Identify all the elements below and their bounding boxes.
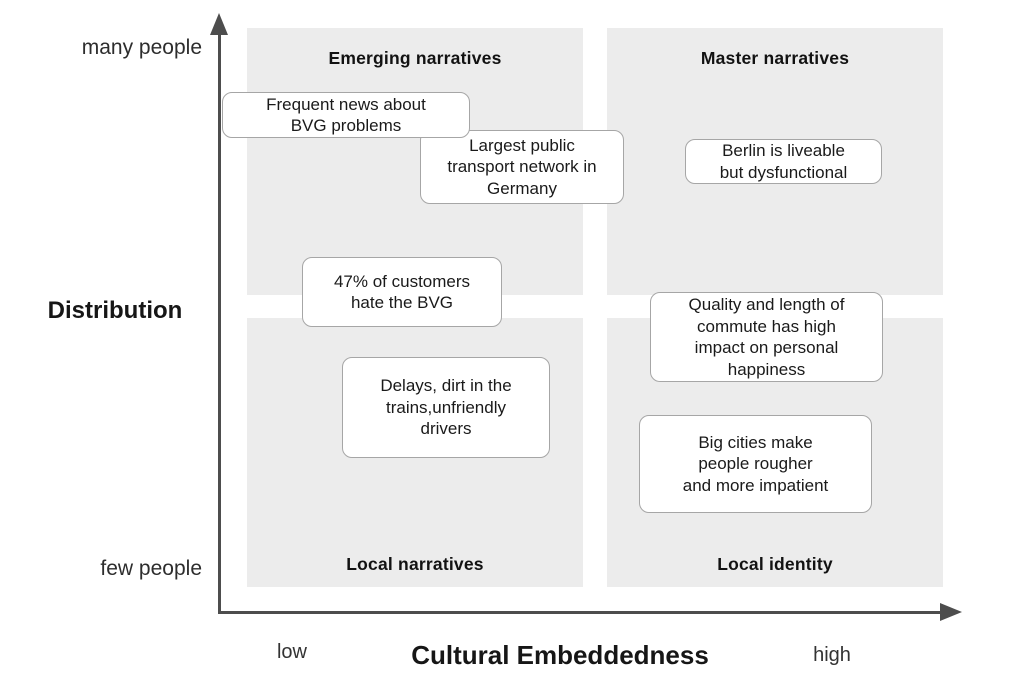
x-axis-title: Cultural Embeddedness [411,640,709,670]
note-delays-dirt: Delays, dirt in the trains,unfriendly dr… [342,357,550,458]
quadrant-title-emerging-narratives: Emerging narratives [328,48,502,68]
x-axis-arrowhead [940,603,962,621]
note-customers-hate: 47% of customers hate the BVG [302,257,502,327]
y-axis-max-label: many people [81,36,202,59]
y-axis-arrowhead [210,13,228,35]
quadrant-title-master-narratives: Master narratives [700,48,850,68]
y-axis-line [218,32,221,613]
y-axis-min-label: few people [100,557,202,580]
y-axis-title: Distribution [47,297,183,324]
x-axis-min-label: low [276,641,307,663]
x-axis-line [218,611,942,614]
quadrant-title-local-identity: Local identity [717,554,833,574]
note-frequent-news: Frequent news about BVG problems [222,92,470,138]
note-big-cities: Big cities make people rougher and more … [639,415,872,513]
note-largest-network: Largest public transport network in Germ… [420,130,624,204]
x-axis-max-label: high [813,644,851,666]
note-quality-commute: Quality and length of commute has high i… [650,292,883,382]
quadrant-title-local-narratives: Local narratives [346,554,484,574]
note-berlin-liveable: Berlin is liveable but dysfunctional [685,139,882,184]
